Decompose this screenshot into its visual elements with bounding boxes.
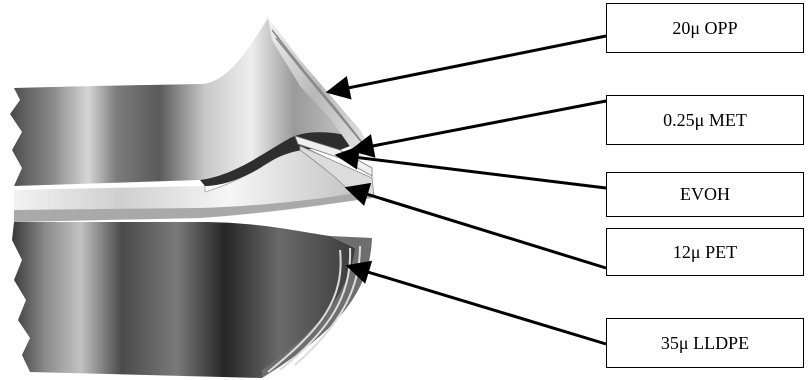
arrow-evoh bbox=[337, 155, 606, 188]
label-evoh: EVOH bbox=[606, 172, 804, 217]
arrow-met bbox=[352, 101, 606, 150]
label-pet: 12μ PET bbox=[606, 228, 804, 276]
arrow-opp bbox=[328, 36, 606, 92]
arrow-lldpe bbox=[348, 266, 606, 344]
label-opp: 20μ OPP bbox=[606, 3, 804, 53]
label-lldpe: 35μ LLDPE bbox=[606, 318, 804, 368]
lldpe-layer-shape bbox=[12, 222, 355, 378]
label-met: 0.25μ MET bbox=[606, 95, 804, 145]
arrow-pet bbox=[347, 188, 606, 268]
